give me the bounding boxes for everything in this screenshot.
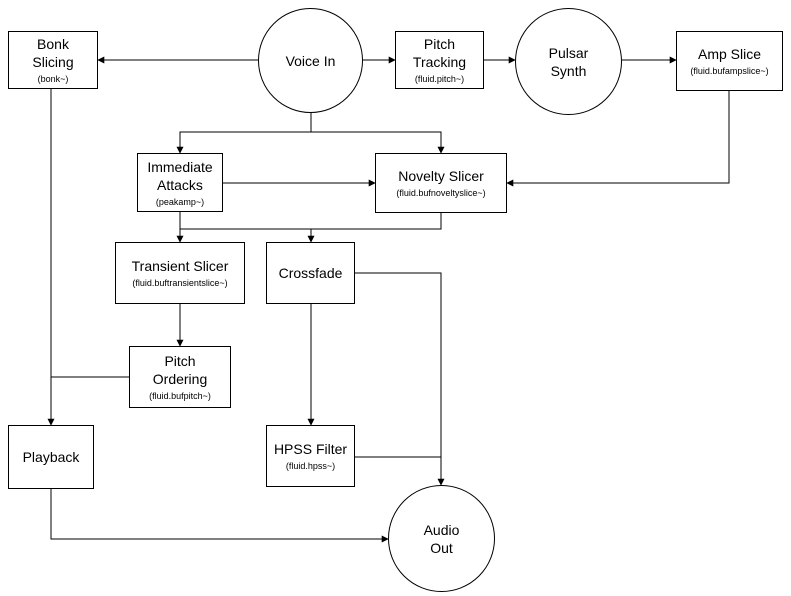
node-sublabel: (fluid.hpss~) (285, 461, 336, 471)
arrow-voice-to-immediate (176, 112, 312, 154)
node-label: Immediate Attacks (147, 158, 213, 193)
node-label: Pitch Ordering (152, 353, 208, 387)
node-voice-in: Voice In (258, 8, 363, 113)
node-sublabel: (bonk~) (37, 74, 69, 84)
node-pitch-tracking: Pitch Tracking (fluid.pitch~) (395, 31, 484, 89)
node-label: Audio Out (423, 521, 460, 556)
node-audio-out: Audio Out (388, 485, 495, 592)
node-transient-slicer: Transient Slicer (fluid.buftransientslic… (115, 242, 245, 304)
node-immediate-attacks: Immediate Attacks (peakamp~) (137, 153, 223, 212)
node-playback: Playback (8, 425, 94, 489)
node-hpss-filter: HPSS Filter (fluid.hpss~) (266, 425, 355, 487)
arrow-voice-to-novelty (311, 131, 442, 153)
node-label: Bonk Slicing (32, 36, 74, 70)
node-label: Novelty Slicer (398, 168, 484, 184)
node-label: Pulsar Synth (548, 44, 589, 79)
node-sublabel: (fluid.bufpitch~) (149, 391, 211, 401)
node-sublabel: (fluid.bufnoveltyslice~) (396, 188, 486, 198)
node-sublabel: (fluid.bufampslice~) (690, 66, 769, 76)
node-label: HPSS Filter (273, 441, 348, 457)
node-amp-slice: Amp Slice (fluid.bufampslice~) (676, 31, 783, 91)
node-label: Crossfade (278, 265, 343, 281)
node-novelty-slicer: Novelty Slicer (fluid.bufnoveltyslice~) (375, 153, 507, 213)
node-label: Transient Slicer (131, 258, 229, 274)
node-pitch-ordering: Pitch Ordering (fluid.bufpitch~) (129, 346, 231, 408)
node-label: Voice In (285, 52, 336, 69)
arrow-playback-to-audio (50, 489, 389, 543)
node-label: Amp Slice (697, 46, 762, 62)
node-pulsar-synth: Pulsar Synth (515, 8, 622, 115)
node-label: Playback (22, 449, 80, 465)
node-sublabel: (fluid.pitch~) (414, 74, 465, 84)
arrow-amp-to-novelty (506, 91, 730, 187)
node-crossfade: Crossfade (266, 242, 355, 304)
node-sublabel: (peakamp~) (155, 196, 205, 207)
node-label: Pitch Tracking (412, 36, 467, 70)
arrow-novelty-junction (180, 213, 442, 230)
node-sublabel: (fluid.buftransientslice~) (132, 278, 228, 288)
node-bonk-slicing: Bonk Slicing (bonk~) (8, 31, 98, 89)
arrow-crossfade-to-audio (355, 272, 445, 486)
